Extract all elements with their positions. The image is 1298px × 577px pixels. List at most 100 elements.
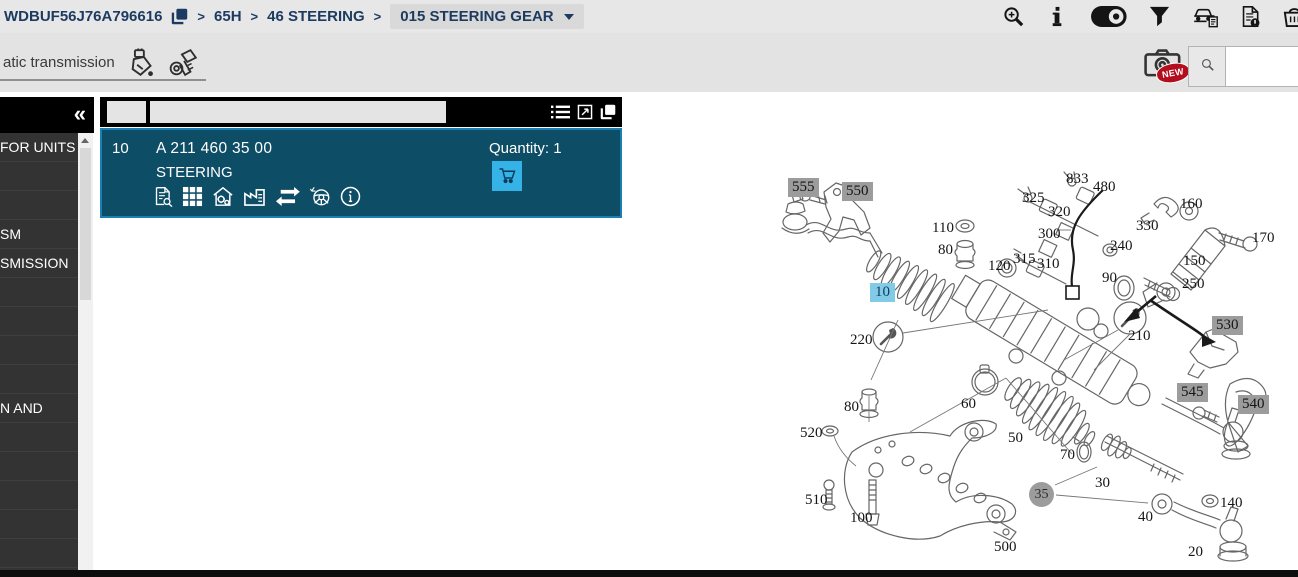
- paint-spray-icon[interactable]: [126, 48, 155, 77]
- parts-filter-input[interactable]: [150, 101, 446, 123]
- diagram-callout-500[interactable]: 500: [994, 539, 1017, 555]
- list-icon[interactable]: [550, 104, 570, 120]
- diagram-callout-10[interactable]: 10: [870, 283, 895, 302]
- gear-house-icon[interactable]: [212, 186, 234, 207]
- diagram-callout-325[interactable]: 325: [1022, 190, 1045, 206]
- sidebar-header: «: [0, 97, 94, 133]
- diagram-callout-90[interactable]: 90: [1102, 270, 1117, 286]
- sidebar-item[interactable]: [0, 162, 78, 191]
- pages-icon[interactable]: [600, 104, 616, 120]
- diagram-callout-240[interactable]: 240: [1110, 238, 1133, 254]
- diagram-callout-320[interactable]: 320: [1048, 204, 1071, 220]
- vin-label[interactable]: WDBUF56J76A796616: [4, 8, 163, 25]
- sidebar-item[interactable]: [0, 336, 78, 365]
- grid-icon[interactable]: [182, 186, 203, 207]
- diagram-callout-550[interactable]: 550: [842, 182, 873, 201]
- diagram-callout-220[interactable]: 220: [850, 332, 873, 348]
- global-search: [1188, 46, 1298, 87]
- sidebar-item[interactable]: [0, 278, 78, 307]
- toolbar-icon-strip: [126, 48, 198, 77]
- diagram-callout-310[interactable]: 310: [1037, 256, 1060, 272]
- copy-pages-icon[interactable]: [171, 8, 188, 25]
- search-button[interactable]: [1188, 46, 1226, 87]
- diagram-callout-540[interactable]: 540: [1238, 395, 1269, 414]
- diagram-callout-330[interactable]: 330: [1136, 218, 1159, 234]
- document-search-icon[interactable]: [154, 186, 173, 207]
- diagram-callout-545[interactable]: 545: [1177, 383, 1208, 402]
- sidebar-collapse-button[interactable]: «: [73, 101, 86, 126]
- model-tab-label[interactable]: atic transmission: [3, 54, 115, 71]
- sidebar-item[interactable]: [0, 307, 78, 336]
- sidebar-item[interactable]: [0, 539, 78, 568]
- camera-button[interactable]: NEW: [1143, 48, 1192, 86]
- diagram-callout-40[interactable]: 40: [1138, 509, 1153, 525]
- diagram-callout-530[interactable]: 530: [1212, 316, 1243, 335]
- diagram-callout-150[interactable]: 150: [1183, 253, 1206, 269]
- parts-panel-header: [100, 97, 622, 127]
- part-description: STEERING: [156, 164, 233, 181]
- diagram-callout-30[interactable]: 30: [1095, 475, 1110, 491]
- diagram-callout-20[interactable]: 20: [1188, 544, 1203, 560]
- sidebar-item[interactable]: [0, 452, 78, 481]
- diagram-callout-100[interactable]: 100: [850, 510, 873, 526]
- diagram-callout-80[interactable]: 80: [844, 399, 859, 415]
- zoom-in-icon[interactable]: [1002, 5, 1025, 28]
- bolt-nut-icon[interactable]: [169, 48, 198, 77]
- info-icon[interactable]: [1046, 5, 1069, 28]
- diagram-callout-300[interactable]: 300: [1038, 226, 1061, 242]
- filter-icon[interactable]: [1148, 5, 1171, 28]
- group-dropdown-label: 015 STEERING GEAR: [400, 8, 554, 25]
- cart-icon: [498, 166, 516, 187]
- document-alert-icon[interactable]: [1240, 5, 1261, 28]
- expand-icon[interactable]: [577, 104, 593, 120]
- factory-icon[interactable]: [243, 186, 266, 207]
- part-number: A 211 460 35 00: [156, 140, 273, 157]
- breadcrumb-item[interactable]: 46 STEERING: [267, 8, 365, 25]
- diagram-callout-70[interactable]: 70: [1060, 447, 1075, 463]
- diagram-callout-833[interactable]: 833: [1066, 171, 1089, 187]
- group-dropdown[interactable]: 015 STEERING GEAR: [390, 4, 584, 29]
- position-filter-box[interactable]: [107, 101, 146, 123]
- diagram-callout-315[interactable]: 315: [1013, 251, 1036, 267]
- diagram-callout-80[interactable]: 80: [938, 242, 953, 258]
- diagram-callout-520[interactable]: 520: [800, 425, 823, 441]
- diagram-callout-480[interactable]: 480: [1093, 179, 1116, 195]
- diagram-callout-60[interactable]: 60: [961, 396, 976, 412]
- vehicle-documents-icon[interactable]: [1192, 5, 1219, 28]
- sidebar-item[interactable]: N AND: [0, 394, 78, 423]
- diagram-callout-250[interactable]: 250: [1182, 276, 1205, 292]
- sidebar-scrollbar[interactable]: [78, 133, 93, 570]
- sidebar-item[interactable]: [0, 365, 78, 394]
- diagram-callout-210[interactable]: 210: [1128, 328, 1151, 344]
- sidebar-item[interactable]: FOR UNITS: [0, 133, 78, 162]
- sidebar-item[interactable]: [0, 481, 78, 510]
- diagram-callout-110[interactable]: 110: [932, 220, 954, 236]
- scrollbar-thumb[interactable]: [80, 148, 91, 300]
- diagram-callout-160[interactable]: 160: [1180, 196, 1203, 212]
- sidebar-item[interactable]: SMISSION: [0, 249, 78, 278]
- steering-wheel-icon[interactable]: [309, 186, 331, 207]
- basket-icon[interactable]: [1282, 5, 1298, 28]
- diagram-callout-140[interactable]: 140: [1220, 495, 1243, 511]
- scroll-up-arrow-icon[interactable]: [81, 138, 89, 143]
- model-toolbar: atic transmission NEW: [0, 33, 1298, 92]
- sidebar-item[interactable]: [0, 191, 78, 220]
- search-input[interactable]: [1226, 46, 1298, 87]
- diagram-callout-510[interactable]: 510: [805, 492, 828, 508]
- swap-arrows-icon[interactable]: [275, 186, 301, 207]
- diagram-callout-170[interactable]: 170: [1252, 230, 1275, 246]
- add-to-cart-button[interactable]: [492, 161, 522, 191]
- diagram-callout-50[interactable]: 50: [1008, 430, 1023, 446]
- info-circle-icon[interactable]: [340, 186, 361, 207]
- diagram-callout-35[interactable]: 35: [1029, 482, 1054, 507]
- sidebar-item[interactable]: SM: [0, 220, 78, 249]
- diagram-callout-120[interactable]: 120: [988, 258, 1011, 274]
- chevron-down-icon: [563, 13, 574, 20]
- sidebar-item[interactable]: [0, 510, 78, 539]
- toggle-icon[interactable]: [1090, 5, 1128, 28]
- breadcrumb-item[interactable]: 65H: [214, 8, 242, 25]
- part-row-selected[interactable]: 10 A 211 460 35 00 STEERING Quantity: 1: [100, 128, 622, 218]
- sidebar-item[interactable]: [0, 423, 78, 452]
- diagram-callout-555[interactable]: 555: [788, 178, 819, 197]
